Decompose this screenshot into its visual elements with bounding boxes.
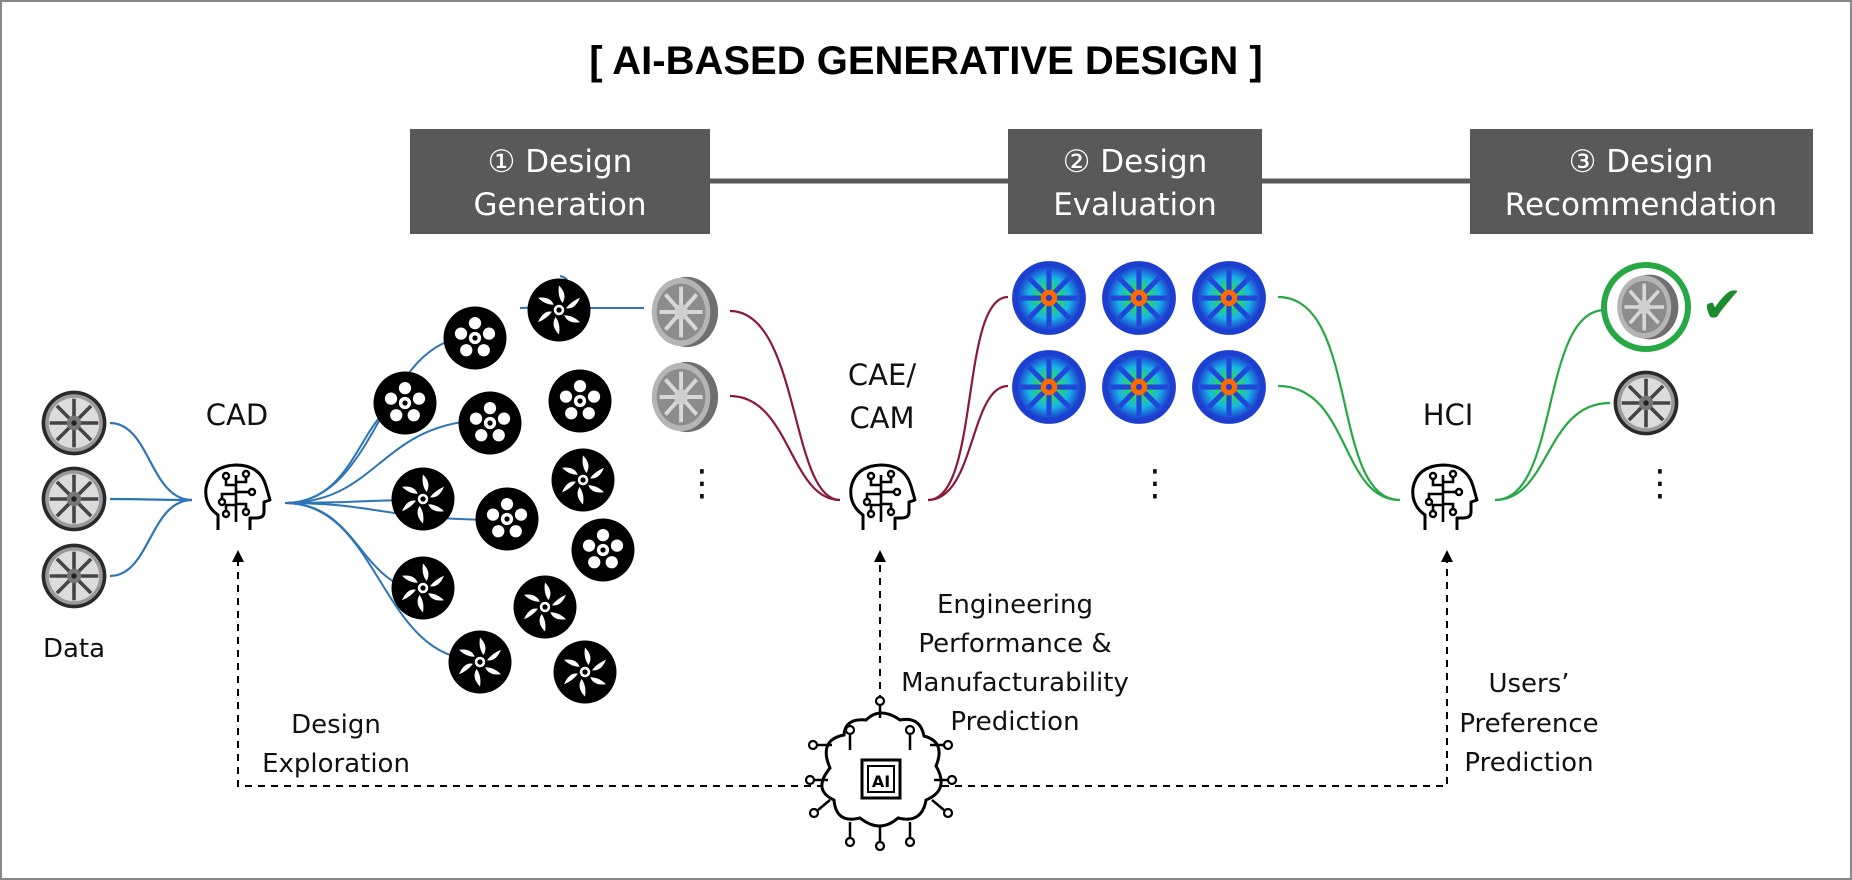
black-wheel-icon [373, 371, 437, 435]
cae-to-fea-links [927, 295, 1009, 502]
fea-wheel-icon [1012, 350, 1086, 424]
feedback-arrowheads [232, 550, 1453, 562]
black-wheel-icon [553, 640, 617, 704]
data-label: Data [43, 634, 105, 664]
photo-wheel-icon [1611, 368, 1681, 438]
evaluation-more-ellipsis: ⋮ [1137, 463, 1173, 504]
rendered-wheel-icon [649, 274, 721, 350]
black-wheel-icon [443, 306, 507, 370]
cad-label: CAD [206, 398, 268, 432]
check-icon: ✔ [1701, 276, 1743, 334]
black-wheel-icon [448, 630, 512, 694]
stage-generation-line1: ① Design [488, 144, 633, 180]
design-exploration-line2: Exploration [262, 749, 410, 779]
cae-label-line1: CAE/ [848, 358, 916, 392]
fea-wheel-icon [1102, 350, 1176, 424]
stage-recommendation-line1: ③ Design [1569, 144, 1714, 180]
black-wheel-icon [391, 467, 455, 531]
fea-results-cluster [1012, 261, 1266, 424]
fea-to-hci-links [1277, 295, 1401, 502]
generated-design-cluster [373, 278, 635, 704]
fea-wheel-icon [1192, 350, 1266, 424]
fea-wheel-icon [1192, 261, 1266, 335]
designs-to-cae-links [729, 309, 841, 502]
engineering-prediction-line2: Performance & [918, 629, 1111, 659]
users-preference-line1: Users’ [1488, 669, 1569, 699]
cae-label-line2: CAM [849, 401, 914, 435]
fea-wheel-icon [1102, 261, 1176, 335]
fea-wheel-icon [1012, 261, 1086, 335]
stage-evaluation-line2: Evaluation [1053, 187, 1217, 223]
stage-box-generation: ① Design Generation [410, 129, 710, 234]
data-wheel-set [39, 388, 109, 611]
black-wheel-icon [551, 448, 615, 512]
photo-wheel-icon [39, 464, 109, 534]
black-wheel-icon [571, 518, 635, 582]
stage-box-evaluation: ② Design Evaluation [1008, 129, 1262, 234]
ai-head-icon [849, 463, 917, 532]
generation-more-ellipsis: ⋮ [684, 463, 720, 504]
selected-wheel-icon [1615, 272, 1681, 342]
ai-head-icon [1411, 463, 1479, 532]
black-wheel-icon [527, 278, 591, 342]
ai-chip-label: AI [872, 772, 890, 791]
stage-box-recommendation: ③ Design Recommendation [1470, 129, 1813, 234]
users-preference-line2: Preference [1459, 709, 1598, 739]
black-wheel-icon [548, 369, 612, 433]
ai-chip-icon: AI [804, 695, 958, 852]
ai-head-icon [204, 463, 272, 532]
rendered-wheel-icon [649, 359, 721, 435]
photo-wheel-icon [39, 388, 109, 458]
hci-label: HCI [1423, 398, 1474, 432]
engineering-prediction-line1: Engineering [937, 590, 1093, 620]
stage-generation-line2: Generation [474, 187, 647, 223]
recommended-design [1601, 262, 1691, 352]
stage-evaluation-line1: ② Design [1063, 144, 1208, 180]
black-wheel-icon [475, 487, 539, 551]
diagram-title: [ AI-BASED GENERATIVE DESIGN ] [589, 39, 1262, 83]
recommendation-more-ellipsis: ⋮ [1642, 463, 1678, 504]
design-exploration-line1: Design [291, 710, 381, 740]
engineering-prediction-line3: Manufacturability [901, 668, 1129, 698]
black-wheel-icon [458, 391, 522, 455]
engineering-prediction-line4: Prediction [950, 707, 1079, 737]
photo-wheel-icon [39, 541, 109, 611]
stage-recommendation-line2: Recommendation [1505, 187, 1777, 223]
users-preference-line3: Prediction [1464, 748, 1593, 778]
black-wheel-icon [391, 556, 455, 620]
black-wheel-icon [513, 575, 577, 639]
hci-to-recommendation-links [1494, 308, 1611, 502]
data-to-cad-links [109, 421, 193, 578]
